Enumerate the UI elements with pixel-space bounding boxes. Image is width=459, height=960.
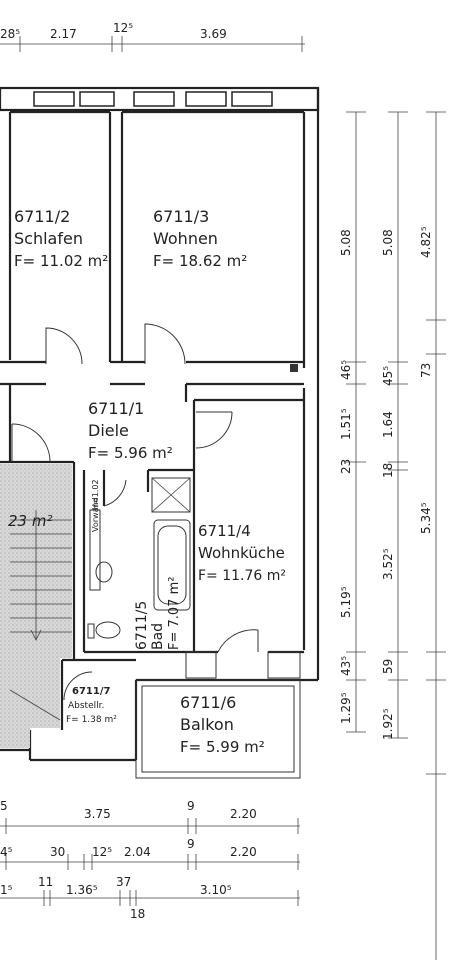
- bdim-r3-1: 11: [38, 875, 53, 889]
- bathroom-fixtures: Vorwand H=1.02: [87, 477, 191, 639]
- rdim-c2-5: 59: [381, 659, 395, 674]
- window-wohnen-right: [185, 91, 227, 107]
- window-schlafen: [33, 91, 75, 107]
- rdim-c3-2: 73: [419, 363, 433, 378]
- rdim-c1-1: 1.51⁵: [339, 408, 353, 440]
- stair-area: 23 m²: [8, 512, 52, 530]
- room-name-wohnen: Wohnen: [153, 229, 218, 248]
- stairwell: 23 m²: [0, 464, 72, 748]
- top-dim-3: 12⁵: [113, 21, 133, 35]
- top-dim-2: 2.17: [50, 27, 77, 41]
- balcony-outline: [135, 679, 301, 779]
- window-wohnen-left: [79, 91, 115, 107]
- window-wohnen-far: [231, 91, 273, 107]
- rdim-c2-2: 1.64: [381, 411, 395, 438]
- window-wohnen-mid: [133, 91, 175, 107]
- bdim-r3-2: 1.36⁵: [66, 883, 98, 897]
- room-id-bad: 6711/5: [134, 601, 150, 650]
- washbasin: [95, 561, 113, 583]
- rdim-c1-0: 46⁵: [339, 360, 353, 380]
- room-area-balkon: F= 5.99 m²: [180, 738, 265, 756]
- room-id-abstell: 6711/7: [72, 686, 110, 697]
- shower-tray: [151, 477, 191, 513]
- door-kueche: [195, 411, 233, 449]
- rdim-c1-5: 1.29⁵: [339, 692, 353, 724]
- rdim-c1-4: 43⁵: [339, 656, 353, 676]
- room-area-abstell: F= 1.38 m²: [66, 715, 117, 725]
- vorwand-label: Vorwand: [91, 497, 100, 532]
- vorwand-installation: [89, 509, 101, 591]
- toilet: [95, 621, 121, 639]
- rdim-c3-1: 4.82⁵: [419, 226, 433, 258]
- room-id-schlafen: 6711/2: [14, 207, 70, 226]
- rdim-c1-3: 5.19⁵: [339, 586, 353, 618]
- rdim-c1-2: 23: [339, 459, 353, 474]
- room-name-balkon: Balkon: [180, 715, 234, 734]
- room-area-schlafen: F= 11.02 m²: [14, 252, 108, 270]
- rdim-c2-0: 5.08: [381, 229, 395, 256]
- bdim-r3-4: 3.10⁵: [200, 883, 232, 897]
- outer-walls: [0, 86, 320, 762]
- rdim-c2-3: 18: [381, 463, 395, 478]
- rdim-c3-3: 5.34⁵: [419, 502, 433, 534]
- room-area-wohnen: F= 18.62 m²: [153, 252, 247, 270]
- bdim-r2-4: 9: [187, 837, 195, 851]
- top-dim-4: 3.69: [200, 27, 227, 41]
- room-name-schlafen: Schlafen: [14, 229, 83, 248]
- rdim-c2-1: 45⁵: [381, 366, 395, 386]
- bdim-r2-1: 30: [50, 845, 65, 859]
- room-area-kueche: F= 11.76 m²: [198, 568, 286, 584]
- right-dimension-lines: 46⁵ 1.51⁵ 23 5.19⁵ 43⁵ 1.29⁵ 5.08 45⁵ 1.…: [339, 111, 446, 960]
- bdim-r2-0: 4⁵: [0, 845, 13, 859]
- room-name-diele: Diele: [88, 421, 129, 440]
- bdim-r3-3: 37: [116, 875, 131, 889]
- rdim-c3-0: 5.08: [339, 229, 353, 256]
- bottom-dimension-lines: 5 3.75 9 2.20 4⁵ 30 12⁵ 2.04 9 2.20 1⁵ 1…: [0, 799, 300, 921]
- door-wohnen: [144, 323, 186, 365]
- room-name-bad: Bad: [150, 623, 166, 650]
- room-area-bad: F= 7.07 m²: [167, 577, 182, 650]
- door-abstell: [63, 671, 93, 701]
- interior-walls: [0, 110, 318, 730]
- bdim-r2-3: 2.04: [124, 845, 151, 859]
- room-name-kueche: Wohnküche: [198, 544, 285, 562]
- bdim-r2-2: 12⁵: [92, 845, 112, 859]
- door-entrance: [11, 423, 51, 463]
- top-dim-1: 28⁵: [0, 27, 20, 41]
- doors: [11, 323, 259, 701]
- door-bad: [103, 479, 127, 507]
- door-balkon: [217, 629, 259, 653]
- room-area-diele: F= 5.96 m²: [88, 444, 173, 462]
- room-id-wohnen: 6711/3: [153, 207, 209, 226]
- bdim-r1-2: 9: [187, 799, 195, 813]
- bdim-r3-0: 1⁵: [0, 883, 13, 897]
- room-name-abstell: Abstellr.: [68, 701, 104, 711]
- top-dimension-line: 28⁵ 2.17 12⁵ 3.69: [0, 21, 305, 52]
- bdim-r1-1: 3.75: [84, 807, 111, 821]
- room-id-balkon: 6711/6: [180, 693, 236, 712]
- bdim-r2-5: 2.20: [230, 845, 257, 859]
- bdim-r3-extra: 18: [130, 907, 145, 921]
- room-labels: 6711/2 Schlafen F= 11.02 m² 6711/3 Wohne…: [14, 207, 286, 756]
- rdim-c2-6: 1.92⁵: [381, 708, 395, 740]
- balcony: [135, 679, 301, 779]
- rdim-c2-4: 3.52⁵: [381, 548, 395, 580]
- door-schlafen: [45, 327, 83, 365]
- bdim-r1-3: 2.20: [230, 807, 257, 821]
- room-id-kueche: 6711/4: [198, 522, 251, 540]
- bdim-r1-0: 5: [0, 799, 8, 813]
- chimney-marker: [290, 364, 298, 372]
- bathtub: [153, 519, 191, 611]
- wall-height-label: H=1.02: [91, 479, 100, 510]
- room-id-diele: 6711/1: [88, 399, 144, 418]
